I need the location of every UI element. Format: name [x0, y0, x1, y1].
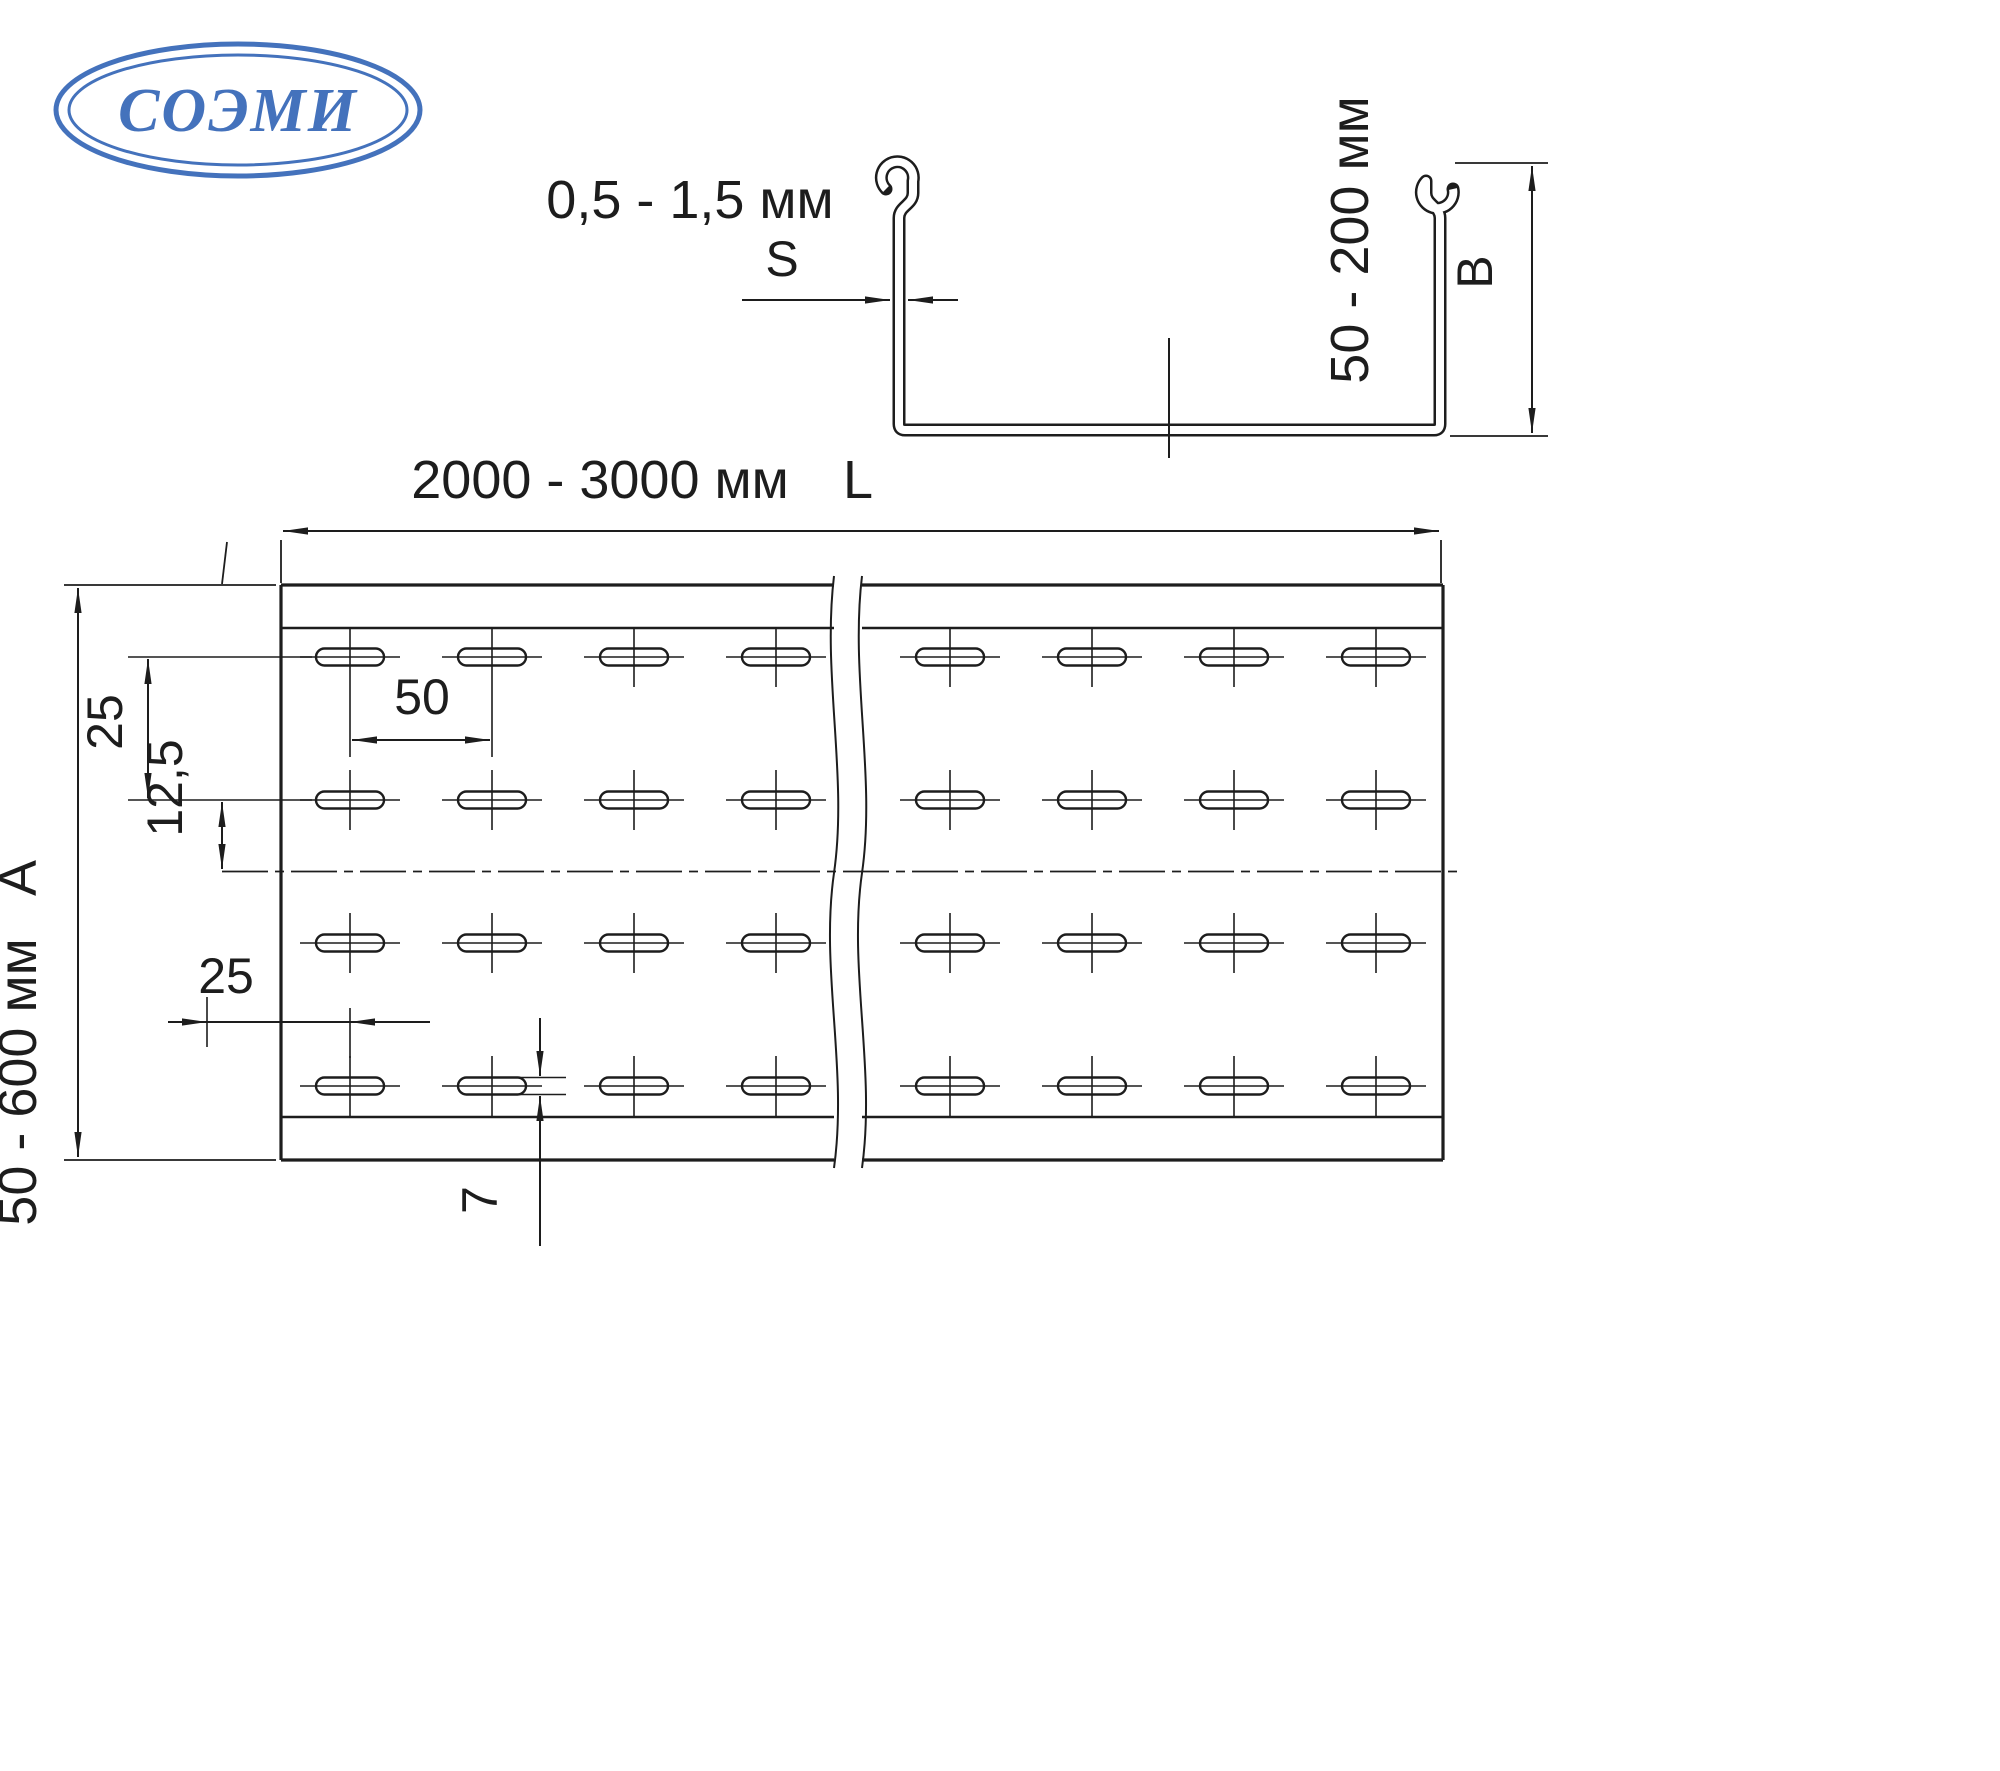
thickness-symbol-label: S	[765, 231, 798, 287]
slot-hole	[900, 627, 1000, 687]
dimension-row-spacing: 25	[77, 656, 312, 801]
slot-hole	[442, 627, 542, 687]
slot-hole	[584, 627, 684, 687]
thickness-range-label: 0,5 - 1,5 мм	[546, 170, 833, 230]
slot-hole	[1042, 627, 1142, 687]
width-symbol-label: А	[0, 860, 48, 896]
slot-hole	[300, 913, 400, 973]
slot-hole	[1184, 627, 1284, 687]
logo-inner-ring	[67, 53, 409, 167]
slot-hole	[1326, 770, 1426, 830]
slot-hole	[1042, 770, 1142, 830]
dimension-length: 2000 - 3000 мм L	[221, 450, 1442, 585]
dimension-hole-stagger: 25	[168, 948, 430, 1058]
slot-hole	[1326, 1056, 1426, 1116]
dimension-hole-pitch: 50	[349, 669, 493, 757]
length-symbol-label: L	[843, 450, 873, 510]
slot-hole	[584, 1056, 684, 1116]
slot-hole	[726, 627, 826, 687]
break-lines	[828, 575, 868, 1169]
profile-section-view: 0,5 - 1,5 мм S 50 - 200 мм B	[546, 96, 1548, 458]
plan-view: 2000 - 3000 мм L 50 - 600 мм А 25 12,5	[0, 450, 1458, 1246]
slot-hole	[1184, 913, 1284, 973]
slot-hole	[442, 1056, 542, 1116]
length-range-label: 2000 - 3000 мм	[411, 450, 789, 510]
slot-hole	[300, 627, 400, 687]
width-range-label: 50 - 600 мм	[0, 938, 48, 1225]
height-symbol-label: B	[1447, 255, 1503, 288]
slot-hole	[1184, 770, 1284, 830]
slot-hole	[300, 770, 400, 830]
slot-width-label: 7	[452, 1186, 508, 1214]
dimension-width: 50 - 600 мм А	[0, 584, 276, 1226]
row-spacing-label: 25	[77, 694, 133, 750]
tray-left-segment	[279, 583, 834, 1162]
slot-hole	[900, 913, 1000, 973]
slot-hole	[726, 913, 826, 973]
tray-right-segment	[862, 583, 1445, 1162]
slot-grid	[300, 627, 1426, 1116]
hole-pitch-label: 50	[394, 669, 450, 725]
slot-hole	[442, 770, 542, 830]
slot-hole	[1326, 627, 1426, 687]
logo-outer-ring	[53, 41, 423, 179]
slot-hole	[442, 913, 542, 973]
dimension-slot-width: 7	[452, 1018, 566, 1246]
height-range-label: 50 - 200 мм	[1320, 96, 1380, 383]
dimension-row-to-axis: 12,5	[137, 739, 226, 869]
slot-hole	[1184, 1056, 1284, 1116]
logo: СОЭМИ	[53, 41, 423, 179]
slot-hole	[900, 770, 1000, 830]
slot-hole	[584, 913, 684, 973]
logo-wordmark: СОЭМИ	[118, 77, 358, 145]
slot-hole	[1326, 913, 1426, 973]
slot-hole	[726, 770, 826, 830]
slot-hole	[584, 770, 684, 830]
slot-hole	[1042, 913, 1142, 973]
row-to-axis-label: 12,5	[137, 739, 193, 836]
slot-hole	[900, 1056, 1000, 1116]
dimension-height: 50 - 200 мм B	[1320, 96, 1548, 437]
dimension-thickness: 0,5 - 1,5 мм S	[546, 170, 958, 304]
hole-stagger-label: 25	[198, 948, 254, 1004]
slot-hole	[1042, 1056, 1142, 1116]
slot-hole	[726, 1056, 826, 1116]
slot-hole	[300, 1056, 400, 1116]
